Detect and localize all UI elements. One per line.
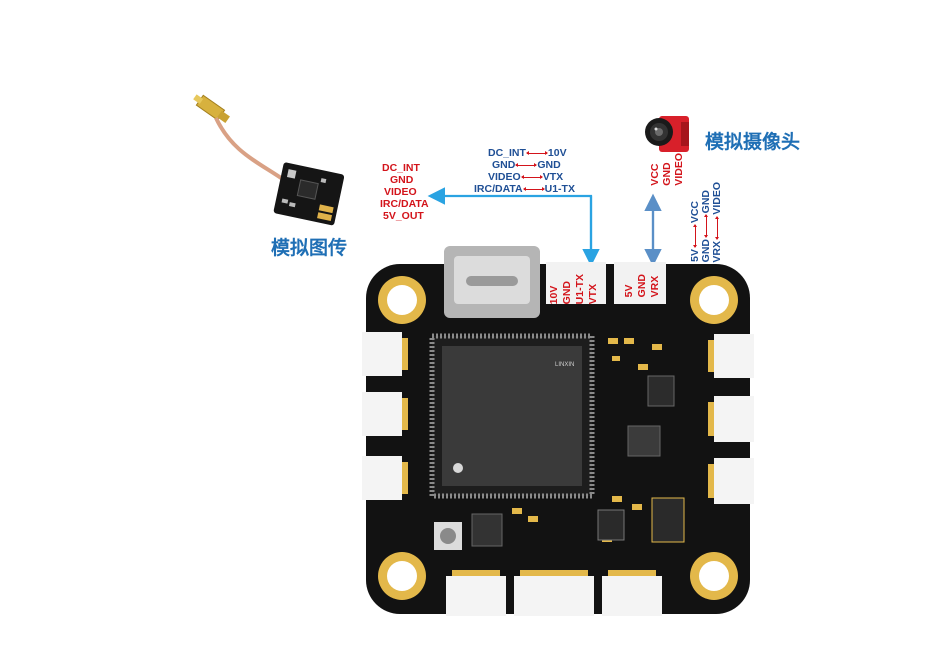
- camera-pin: VCC: [649, 163, 661, 186]
- camera-pin: VIDEO: [673, 153, 685, 186]
- mount-hole: [690, 276, 738, 324]
- mapping-col: VIDEO VRX: [711, 182, 723, 263]
- port-pin: VTX: [587, 283, 599, 305]
- camera-pin: GND: [661, 162, 673, 186]
- port-pin: GND: [636, 274, 648, 298]
- vtx-pin-list: DC_INT GND VIDEO IRC/DATA 5V_OUT: [380, 162, 429, 222]
- vtx-pin: 5V_OUT: [383, 210, 424, 222]
- mapping-col: VCC 5V: [689, 201, 701, 263]
- vtx-module-image: [193, 94, 345, 226]
- mount-hole: [378, 552, 426, 600]
- camera-title: 模拟摄像头: [705, 131, 801, 153]
- vtx-pin: DC_INT: [382, 162, 420, 174]
- camera-pin-list: VCC GND VIDEO: [649, 153, 685, 186]
- mcu-chip: [442, 346, 582, 486]
- flight-controller-board: [362, 246, 754, 616]
- vtx-pin: VIDEO: [384, 186, 417, 198]
- mount-hole: [690, 552, 738, 600]
- camera-image: [645, 116, 689, 152]
- chip-logo: LINXIN: [555, 362, 575, 368]
- port-pin: 10V: [548, 285, 560, 305]
- vtx-connector: [546, 262, 606, 304]
- camera-mapping: VCC 5V GND GND VIDEO VRX: [689, 182, 723, 263]
- vtx-pin: GND: [390, 174, 414, 186]
- vtx-port-labels: 10V GND U1-TX VTX: [548, 274, 599, 305]
- vtx-pin: IRC/DATA: [380, 198, 429, 210]
- port-pin: U1-TX: [574, 274, 586, 305]
- camera-port-labels: 5V GND VRX: [623, 274, 661, 298]
- mapping-col: GND GND: [700, 189, 712, 263]
- port-pin: GND: [561, 281, 573, 305]
- mount-hole: [378, 276, 426, 324]
- vtx-title: 模拟图传: [271, 237, 348, 259]
- port-pin: 5V: [623, 284, 635, 298]
- camera-connector: [614, 262, 666, 304]
- port-pin: VRX: [649, 275, 661, 298]
